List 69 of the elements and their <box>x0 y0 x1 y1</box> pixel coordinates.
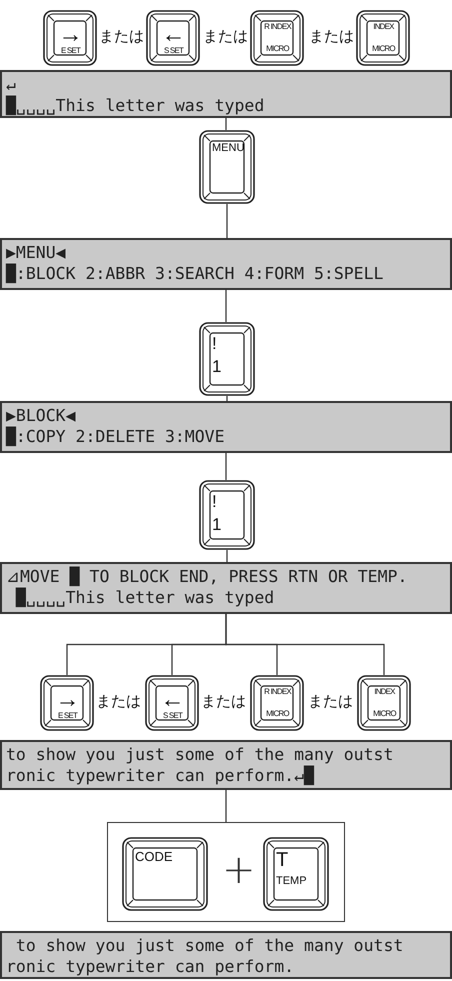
screen-text: ▶BLOCK◀ <box>6 405 77 426</box>
key-label: T <box>276 850 288 870</box>
key-label: TEMP <box>276 876 307 887</box>
keyboard-key <box>199 130 255 204</box>
screen-text: to show you just some of the many outst <box>14 935 404 956</box>
screen-text: to show you just some of the many outst <box>6 744 394 765</box>
screen-text: ↵ <box>6 74 17 95</box>
connector-line <box>225 118 227 130</box>
display-screen <box>0 740 452 790</box>
connector-word: または <box>309 27 354 46</box>
key-label: INDEX <box>373 23 394 31</box>
key-label: S SET <box>164 47 184 55</box>
keyboard-key <box>146 10 200 66</box>
screen-text: █:BLOCK 2:ABBR 3:SEARCH 4:FORM 5:SPELL <box>6 263 384 284</box>
display-screen <box>0 70 452 118</box>
screen-text: ▶MENU◀ <box>6 242 67 263</box>
connector-line <box>225 790 227 822</box>
keyboard-key <box>199 322 255 396</box>
screen-text: ⊿MOVE █ TO BLOCK END, PRESS RTN OR TEMP. <box>6 566 408 587</box>
keyboard-key <box>357 675 411 731</box>
key-label: ← <box>160 688 184 712</box>
screen-text: ronic typewriter can perform.↵█ <box>6 765 316 786</box>
display-screen <box>0 401 452 453</box>
connector-line <box>226 204 228 238</box>
connector-line <box>225 290 227 322</box>
key-label: R INDEX <box>264 23 291 31</box>
connector-line <box>225 453 227 480</box>
connector-line <box>225 614 385 675</box>
connector-word: または <box>96 692 141 711</box>
key-label: MICRO <box>266 710 289 718</box>
key-label: CODE <box>135 850 173 863</box>
key-label: → <box>58 23 82 47</box>
key-label: 1 <box>212 516 222 533</box>
key-label: MICRO <box>266 45 289 53</box>
keyboard-key <box>145 675 199 731</box>
key-label: S SET <box>162 712 182 720</box>
key-label: → <box>56 688 80 712</box>
key-label: E SET <box>60 47 80 55</box>
keyboard-key <box>43 10 97 66</box>
connector-word: または <box>201 692 246 711</box>
screen-text: █␣␣␣␣This letter was typed <box>6 95 266 116</box>
connector-word: または <box>308 692 353 711</box>
display-screen <box>0 238 452 290</box>
plus-sign: + <box>222 850 256 890</box>
keyboard-key <box>122 837 208 911</box>
key-label: INDEX <box>374 688 395 696</box>
key-combination-panel <box>107 822 345 922</box>
keyboard-key <box>40 675 94 731</box>
key-label: MICRO <box>372 45 395 53</box>
display-screen <box>0 931 452 979</box>
screen-text: █:COPY 2:DELETE 3:MOVE <box>6 426 226 447</box>
screen-text: █␣␣␣␣This letter was typed <box>14 587 276 608</box>
keyboard-key <box>250 10 304 66</box>
connector-line <box>226 550 228 562</box>
key-label: R INDEX <box>264 688 291 696</box>
screen-text: ronic typewriter can perform. <box>6 956 296 977</box>
connector-word: または <box>203 27 248 46</box>
keyboard-key <box>263 837 329 911</box>
key-label: ! <box>212 493 217 510</box>
key-label: ← <box>162 23 186 47</box>
display-screen <box>0 562 452 614</box>
key-label: 1 <box>212 358 222 375</box>
key-label: E SET <box>58 712 78 720</box>
keyboard-key <box>199 480 255 550</box>
key-label: MICRO <box>373 710 396 718</box>
keyboard-key <box>250 675 304 731</box>
keyboard-key <box>356 10 410 66</box>
connector-word: または <box>99 27 144 46</box>
key-label: ! <box>212 335 217 352</box>
